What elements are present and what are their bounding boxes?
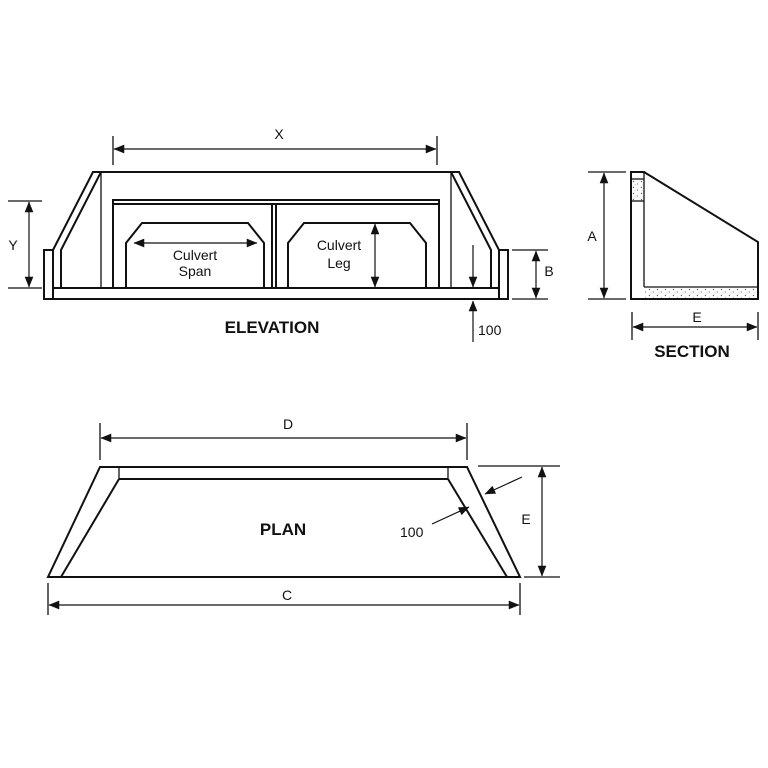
dim-c-label: C <box>282 587 292 603</box>
section-wall-top-fill <box>632 179 643 201</box>
elevation-right-wingwall <box>498 249 509 300</box>
dim-x-label: X <box>274 126 284 142</box>
culvert-span-label-2: Span <box>179 263 212 279</box>
dim-plan-e-label: E <box>521 511 530 527</box>
elevation-view: X Y B 100 Culvert Span Culvert Leg ELEVA… <box>8 126 554 342</box>
dim-y-label: Y <box>8 237 18 253</box>
plan-title: PLAN <box>260 520 306 539</box>
section-view: A E SECTION <box>587 171 759 361</box>
dim-d-label: D <box>283 416 293 432</box>
dim-plan-thickness-label: 100 <box>400 524 424 540</box>
culvert-cell-right <box>287 222 427 289</box>
plan-outline <box>46 466 522 578</box>
section-outline <box>630 171 759 300</box>
section-base-fill <box>645 288 757 298</box>
culvert-span-label-1: Culvert <box>173 247 217 263</box>
culvert-leg-label-1: Culvert <box>317 237 361 253</box>
plan-view: D C E 100 PLAN <box>46 416 560 615</box>
dim-section-e-label: E <box>692 309 701 325</box>
elevation-base-slab <box>52 287 500 300</box>
dim-elevation-thickness-label: 100 <box>478 322 502 338</box>
elevation-title: ELEVATION <box>225 318 320 337</box>
culvert-leg-label-2: Leg <box>327 255 350 271</box>
dim-b-label: B <box>544 263 553 279</box>
section-title: SECTION <box>654 342 730 361</box>
culvert-cell-left <box>125 222 265 289</box>
dim-a-label: A <box>587 228 597 244</box>
elevation-left-wingwall <box>43 249 54 300</box>
